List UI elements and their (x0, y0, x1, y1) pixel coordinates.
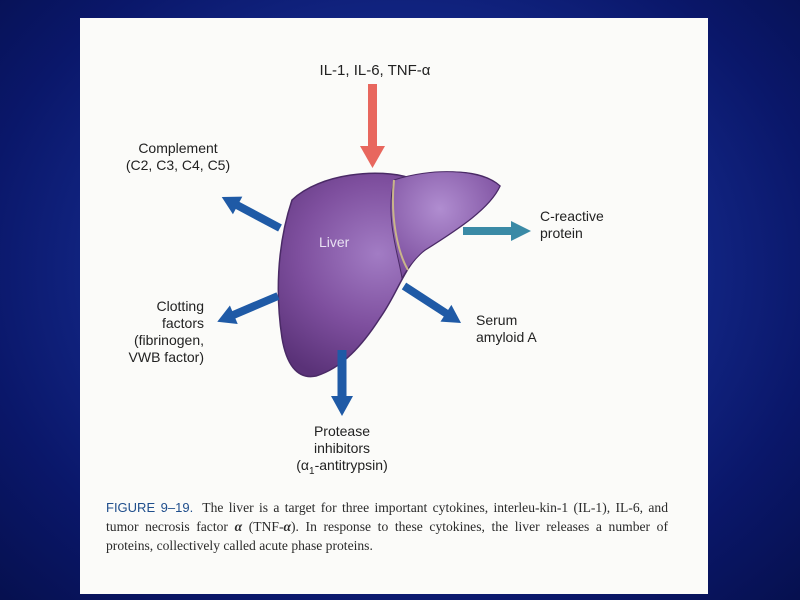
clotting-line4: VWB factor) (128, 349, 204, 365)
protease-line1: Protease (313, 423, 371, 439)
caption-alpha-2: α (283, 519, 292, 534)
clotting-label: Clotting factors (fibrinogen, VWB factor… (104, 298, 204, 366)
clotting-line1: Clotting (156, 298, 204, 314)
caption-text-1: The liver is a target for three importan… (106, 500, 668, 534)
protease-line2: inhibitors (313, 440, 371, 456)
cytokines-label: IL-1, IL-6, TNF-α (319, 62, 431, 79)
caption-text-3: ). In response to these cytokines, the l… (106, 519, 669, 553)
clotting-line2: factors (161, 315, 204, 331)
figure-card: IL-1, IL-6, TNF-α Liver Complement (C2, … (80, 18, 708, 594)
caption-alpha-1: α (234, 519, 243, 534)
protease-line3-suffix: -antitrypsin) (314, 457, 388, 473)
complement-label: Complement (C2, C3, C4, C5) (108, 140, 248, 174)
arrow-to-protease (331, 350, 353, 416)
arrow-to-clotting (217, 292, 280, 324)
cytokine-input-arrow (360, 84, 385, 168)
arrow-to-crp (463, 221, 531, 241)
protease-line3-prefix: (α (296, 457, 310, 473)
serum-line1: Serum (476, 312, 518, 328)
crp-label: C-reactive protein (540, 208, 630, 242)
complement-line1: Complement (138, 140, 218, 156)
serum-label: Serum amyloid A (476, 312, 576, 346)
figure-number: FIGURE 9–19. (106, 500, 194, 515)
protease-line3-sub: 1 (309, 465, 315, 477)
arrow-to-complement (221, 196, 282, 232)
figure-caption: FIGURE 9–19. The liver is a target for t… (106, 498, 668, 555)
clotting-line3: (fibrinogen, (133, 332, 204, 348)
serum-line2: amyloid A (476, 329, 537, 345)
caption-text-2: (TNF- (248, 519, 284, 534)
complement-line2: (C2, C3, C4, C5) (125, 157, 231, 173)
protease-label: Protease inhibitors (α1-antitrypsin) (272, 423, 412, 480)
arrow-to-serum (401, 282, 462, 324)
crp-line2: protein (540, 225, 583, 241)
protease-line3: (α1-antitrypsin) (272, 457, 412, 480)
liver-diagram (217, 84, 531, 416)
liver-right-lobe (390, 171, 501, 280)
liver-label: Liver (319, 234, 350, 250)
falciform-ligament (391, 179, 409, 271)
crp-line1: C-reactive (540, 208, 604, 224)
